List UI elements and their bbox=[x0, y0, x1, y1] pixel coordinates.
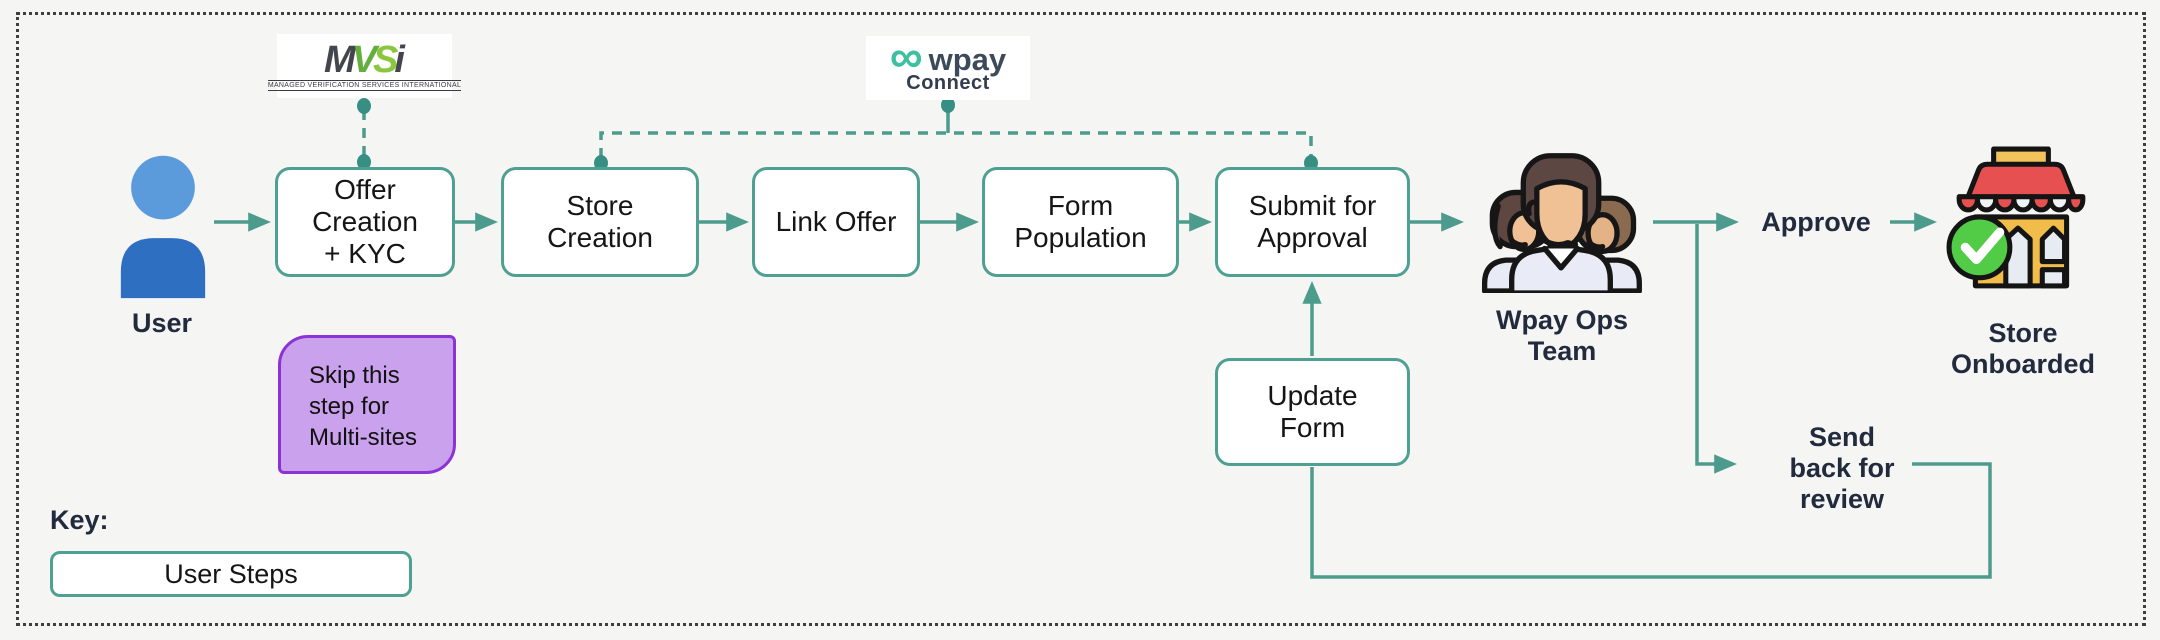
ops-team-icon bbox=[1481, 153, 1642, 293]
user-icon bbox=[120, 155, 206, 299]
connector-dot bbox=[357, 154, 371, 170]
arrow-ops-to-sendback bbox=[1695, 224, 1737, 474]
line-sendback-loop bbox=[1310, 462, 1992, 579]
connector-dot bbox=[941, 97, 955, 113]
send-back-label: Send back for review bbox=[1789, 422, 1895, 514]
infinity-icon: ∞ bbox=[889, 30, 923, 82]
wpay-logo-subtitle: Connect bbox=[906, 71, 990, 94]
key-title: Key: bbox=[50, 505, 109, 535]
connector-dot bbox=[357, 98, 371, 114]
step-offer-creation-kyc: Offer Creation + KYC bbox=[275, 167, 455, 277]
mvsi-logo: M V S i MANAGED VERIFICATION SERVICES IN… bbox=[267, 34, 462, 98]
step-store-creation: Store Creation bbox=[501, 167, 699, 277]
store-onboarded-icon bbox=[1946, 146, 2086, 289]
mvsi-logo-caption: MANAGED VERIFICATION SERVICES INTERNATIO… bbox=[267, 79, 462, 91]
note-skip-multisites: Skip this step for Multi-sites bbox=[278, 335, 456, 474]
step-update-form: Update Form bbox=[1215, 358, 1410, 466]
approve-label: Approve bbox=[1761, 207, 1871, 237]
store-onboarded-label: Store Onboarded bbox=[1950, 318, 2095, 379]
user-label: User bbox=[131, 308, 193, 338]
step-submit-for-approval: Submit for Approval bbox=[1215, 167, 1410, 277]
ops-team-label: Wpay Ops Team bbox=[1495, 305, 1629, 366]
mvsi-logo-wordmark: M V S i bbox=[324, 38, 405, 81]
dashed-wpay-connector bbox=[599, 131, 1313, 158]
step-form-population: Form Population bbox=[982, 167, 1179, 277]
wpay-logo-name: wpay bbox=[928, 41, 1007, 77]
step-link-offer: Link Offer bbox=[752, 167, 920, 277]
key-user-steps: User Steps bbox=[50, 551, 412, 597]
wpay-connect-logo: ∞ wpay Connect bbox=[866, 30, 1030, 100]
